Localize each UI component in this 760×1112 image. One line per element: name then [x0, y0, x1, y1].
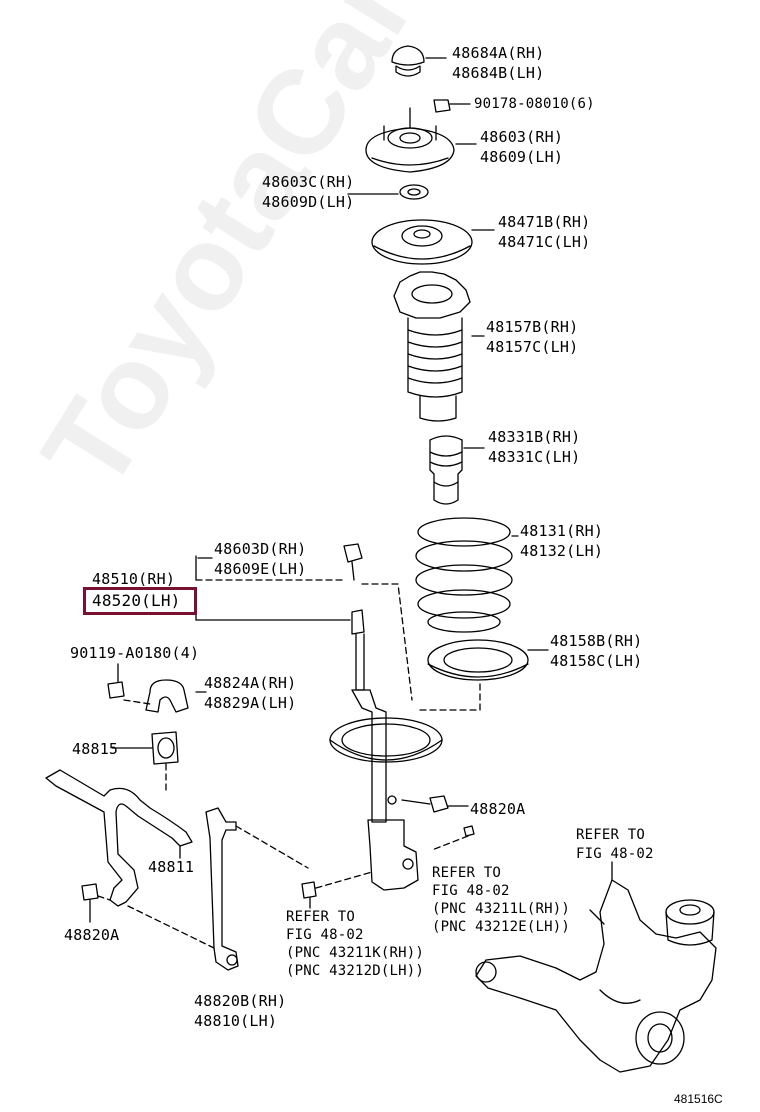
refer-bottom-line2[interactable]: FIG 48-02: [286, 927, 364, 943]
stabilizer-bar-part: [45, 769, 193, 907]
bushing-part: [151, 731, 179, 765]
refer-knuckle-line2[interactable]: FIG 48-02: [576, 846, 654, 862]
bump-stopper-part: [429, 435, 463, 505]
bellows-part: [393, 271, 471, 422]
part-label-48471c[interactable]: 48471C(LH): [498, 233, 591, 251]
strut-part: [329, 609, 443, 891]
part-label-48158b[interactable]: 48158B(RH): [550, 632, 643, 650]
part-label-48684a[interactable]: 48684A(RH): [452, 44, 545, 62]
refer-mid-line2[interactable]: FIG 48-02: [432, 883, 510, 899]
stabilizer-link-part: [205, 807, 239, 971]
bolt-part: [107, 681, 125, 699]
part-label-48157b[interactable]: 48157B(RH): [486, 318, 579, 336]
part-label-48331b[interactable]: 48331B(RH): [488, 428, 581, 446]
refer-mid-line3[interactable]: (PNC 43211L(RH)): [432, 901, 571, 917]
part-label-48603d[interactable]: 48603D(RH): [214, 540, 307, 558]
part-label-48820b[interactable]: 48820B(RH): [194, 992, 287, 1010]
part-label-48829a[interactable]: 48829A(LH): [204, 694, 297, 712]
part-label-48820a-right[interactable]: 48820A: [470, 800, 526, 818]
part-label-48157c[interactable]: 48157C(LH): [486, 338, 579, 356]
part-label-48820a-left[interactable]: 48820A: [64, 926, 120, 944]
refer-bottom-line1[interactable]: REFER TO: [286, 909, 356, 925]
part-label-48609d[interactable]: 48609D(LH): [262, 193, 355, 211]
upper-insulator-part: [371, 219, 473, 265]
part-label-48684b[interactable]: 48684B(LH): [452, 64, 545, 82]
part-label-48609[interactable]: 48609(LH): [480, 148, 564, 166]
refer-knuckle-line1[interactable]: REFER TO: [576, 827, 646, 843]
bracket-part: [145, 679, 189, 713]
support-mount-part: [365, 107, 455, 173]
washer-part: [399, 184, 429, 200]
steering-knuckle-part: [475, 879, 717, 1073]
refer-bottom-line3[interactable]: (PNC 43211K(RH)): [286, 945, 425, 961]
part-label-48603[interactable]: 48603(RH): [480, 128, 564, 146]
part-label-48609e[interactable]: 48609E(LH): [214, 560, 307, 578]
part-label-48811[interactable]: 48811: [148, 858, 195, 876]
strut-nut-part: [343, 543, 363, 581]
part-label-48815[interactable]: 48815: [72, 740, 119, 758]
highlight-box: [83, 587, 197, 615]
part-label-48131[interactable]: 48131(RH): [520, 522, 604, 540]
part-label-90178[interactable]: 90178-08010(6): [474, 96, 595, 112]
part-label-48510[interactable]: 48510(RH): [92, 570, 176, 588]
part-label-48471b[interactable]: 48471B(RH): [498, 213, 591, 231]
part-label-48331c[interactable]: 48331C(LH): [488, 448, 581, 466]
refer-mid-line1[interactable]: REFER TO: [432, 865, 502, 881]
part-label-48520-highlighted[interactable]: 48520(LH): [92, 591, 181, 610]
part-label-48603c[interactable]: 48603C(RH): [262, 173, 355, 191]
lower-insulator-part: [427, 639, 529, 681]
coil-spring-part: [415, 517, 513, 633]
refer-bottom-line4[interactable]: (PNC 43212D(LH)): [286, 963, 425, 979]
part-label-48810[interactable]: 48810(LH): [194, 1012, 278, 1030]
nut-part: [429, 795, 449, 813]
part-label-48158c[interactable]: 48158C(LH): [550, 652, 643, 670]
part-label-90119[interactable]: 90119-A0180(4): [70, 644, 200, 662]
refer-mid-line4[interactable]: (PNC 43212E(LH)): [432, 919, 571, 935]
top-nut-part: [433, 99, 471, 113]
part-label-48824a[interactable]: 48824A(RH): [204, 674, 297, 692]
part-label-48132[interactable]: 48132(LH): [520, 542, 604, 560]
figure-code: 481516C: [674, 1092, 723, 1106]
dust-cap-part: [391, 45, 425, 77]
